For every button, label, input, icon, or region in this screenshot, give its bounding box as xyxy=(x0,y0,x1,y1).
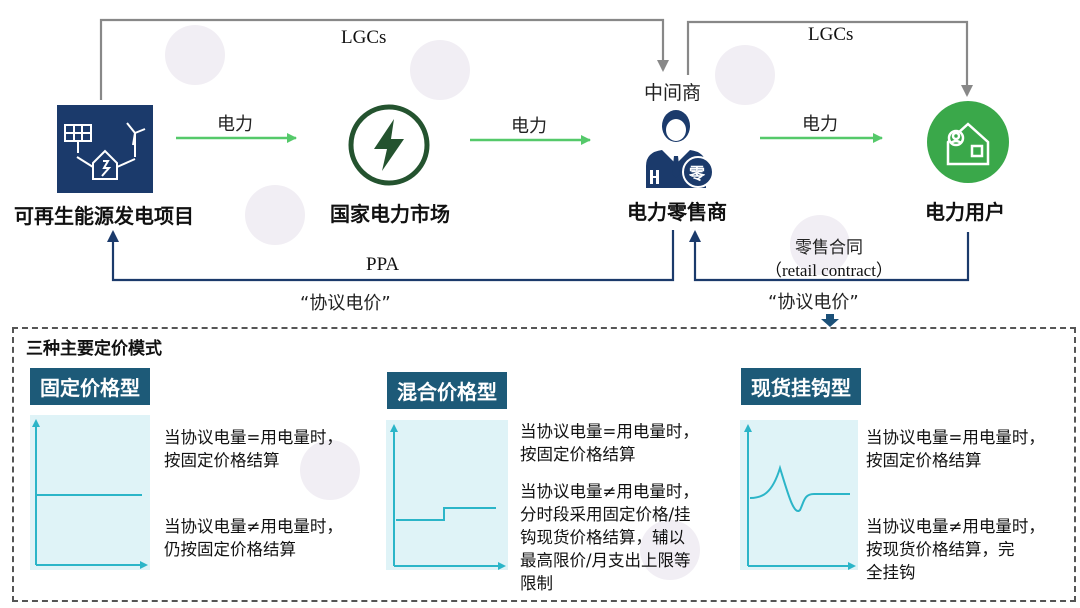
model-spot-desc-equal: 当协议电量=用电量时，按固定价格结算 xyxy=(866,428,1045,470)
model-spot-title: 现货挂钩型 xyxy=(741,368,861,405)
lgcs-label-right: LGCs xyxy=(808,24,854,45)
power-label-3: 电力 xyxy=(802,114,838,135)
power-label-2: 电力 xyxy=(511,116,547,137)
consumer-node xyxy=(926,100,1010,184)
model-hybrid-title: 混合价格型 xyxy=(387,372,507,409)
market-label: 国家电力市场 xyxy=(330,202,450,226)
model-fixed-desc-equal: 当协议电量=用电量时，按固定价格结算 xyxy=(164,428,343,470)
retail-contract-en: （retail contract） xyxy=(765,261,893,280)
solar-wind-house-icon xyxy=(57,105,153,193)
intermediary-label: 中间商 xyxy=(644,82,702,104)
model-fixed-chart xyxy=(30,415,150,570)
lgcs-left-line xyxy=(99,18,669,100)
down-arrow-icon xyxy=(821,314,839,327)
ppa-label: PPA xyxy=(366,254,400,275)
agreed-price-left: “协议电价” xyxy=(300,293,391,314)
retail-contract-cn: 零售合同 xyxy=(795,238,863,258)
ppa-line xyxy=(107,230,675,282)
renewable-node xyxy=(57,105,153,193)
model-fixed-desc-unequal: 当协议电量≠用电量时，仍按固定价格结算 xyxy=(164,517,343,559)
businessman-icon xyxy=(646,110,714,188)
watermark-mark xyxy=(790,215,850,275)
watermark-mark xyxy=(410,40,470,100)
flow-diagram-lines xyxy=(99,18,973,327)
retail-contract-line xyxy=(689,230,970,282)
retailer-badge-text: 零 xyxy=(689,164,706,183)
house-user-icon xyxy=(927,101,1009,183)
agreed-price-right: “协议电价” xyxy=(768,292,859,313)
consumer-label: 电力用户 xyxy=(925,200,1005,224)
model-hybrid-desc-equal: 当协议电量=用电量时，按固定价格结算 xyxy=(520,422,699,464)
watermark-mark xyxy=(245,185,305,245)
watermark-mark xyxy=(640,520,700,580)
pricing-section-title: 三种主要定价模式 xyxy=(26,339,162,359)
lgcs-right-line xyxy=(686,20,973,97)
model-hybrid-chart xyxy=(386,420,508,570)
watermark-mark xyxy=(715,45,775,105)
watermark-mark xyxy=(300,440,360,500)
model-hybrid-desc-unequal: 当协议电量≠用电量时，分时段采用固定价格/挂 钩现货价格结算，辅以最高限价/月支… xyxy=(520,482,699,593)
retailer-node xyxy=(642,108,714,188)
renewable-label: 可再生能源发电项目 xyxy=(14,204,194,228)
market-node xyxy=(347,103,431,187)
model-spot-desc-unequal: 当协议电量≠用电量时，按现货价格结算，完 全挂钩 xyxy=(866,517,1045,582)
model-spot-chart xyxy=(740,420,858,570)
power-label-1: 电力 xyxy=(217,114,253,135)
lightning-icon xyxy=(348,104,430,186)
model-fixed-title: 固定价格型 xyxy=(30,368,150,405)
retailer-label: 电力零售商 xyxy=(627,200,727,224)
lgcs-label-left: LGCs xyxy=(341,27,387,48)
watermark-mark xyxy=(165,25,225,85)
pricing-section xyxy=(12,327,1076,602)
